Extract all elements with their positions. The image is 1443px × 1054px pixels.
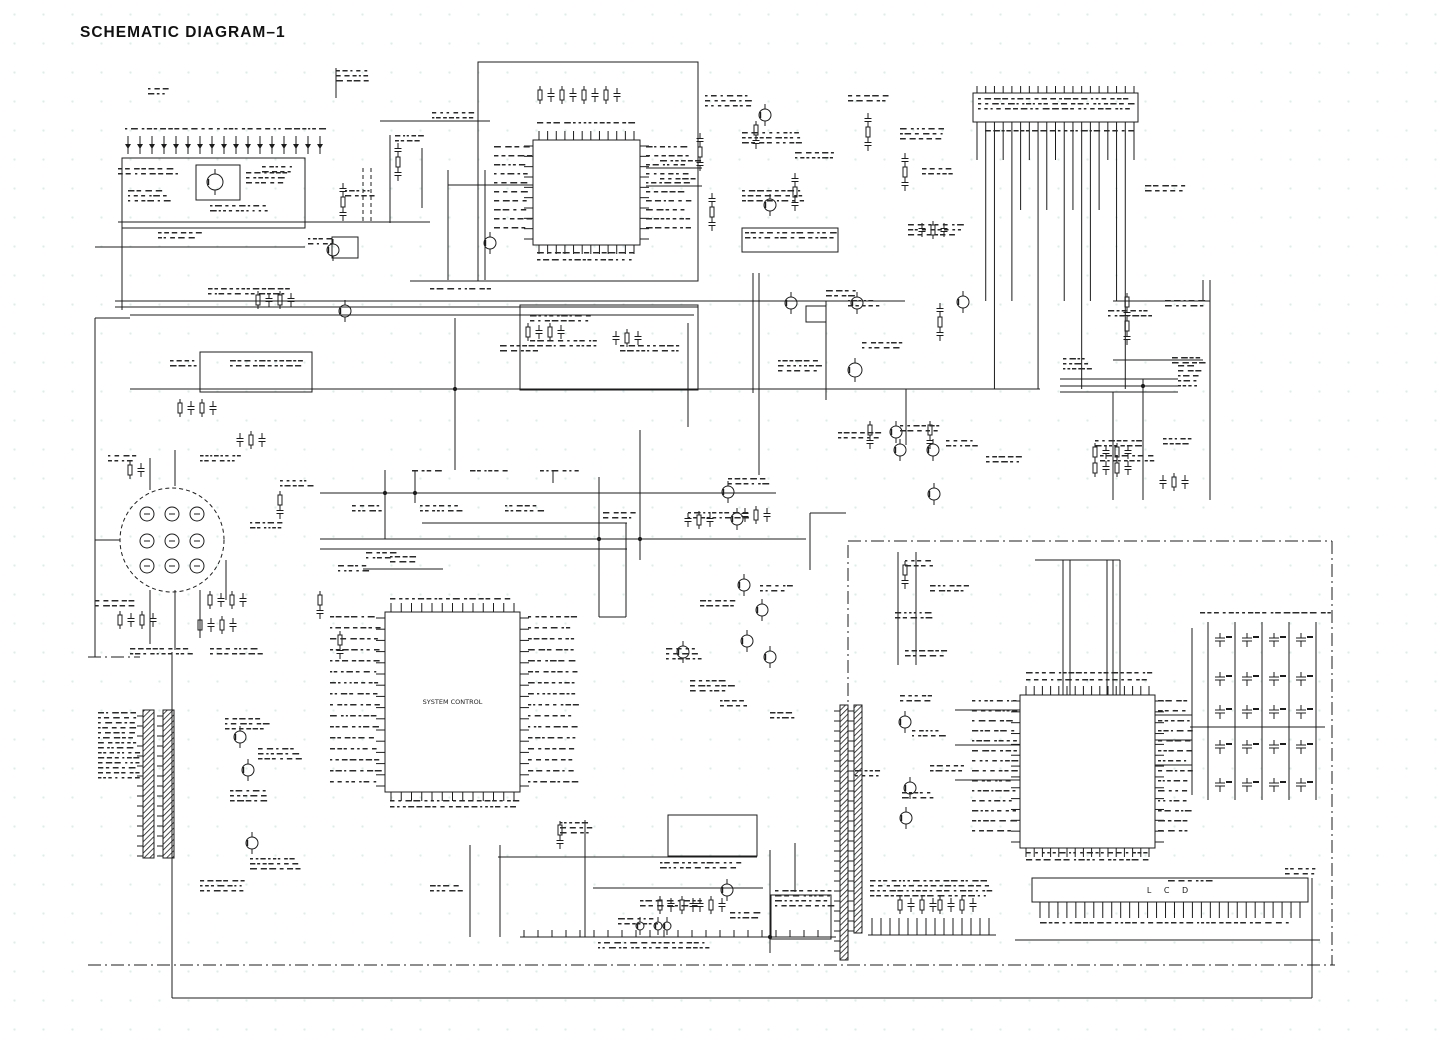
ic-label: SYSTEM CONTROL (423, 698, 483, 706)
key-matrix (1207, 622, 1317, 800)
micro-text (95, 70, 1331, 949)
ic-tuner (524, 131, 649, 254)
ic-system-control: SYSTEM CONTROL (376, 603, 529, 801)
lcd-panel: L C D (1031, 877, 1309, 918)
top-right-connector (972, 86, 1139, 389)
rotary-switch (119, 487, 225, 593)
component-group (117, 86, 1189, 914)
chain-boundary (88, 540, 1335, 966)
pin-rows (125, 136, 990, 937)
transistor (206, 104, 970, 935)
ic-lcd-driver (1011, 686, 1164, 857)
junction-dots (382, 383, 1146, 940)
component-box (121, 61, 839, 940)
lcd-label: L C D (1147, 886, 1193, 895)
page-title: SCHEMATIC DIAGRAM–1 (80, 24, 286, 41)
hatched-connector-strip (137, 704, 863, 961)
